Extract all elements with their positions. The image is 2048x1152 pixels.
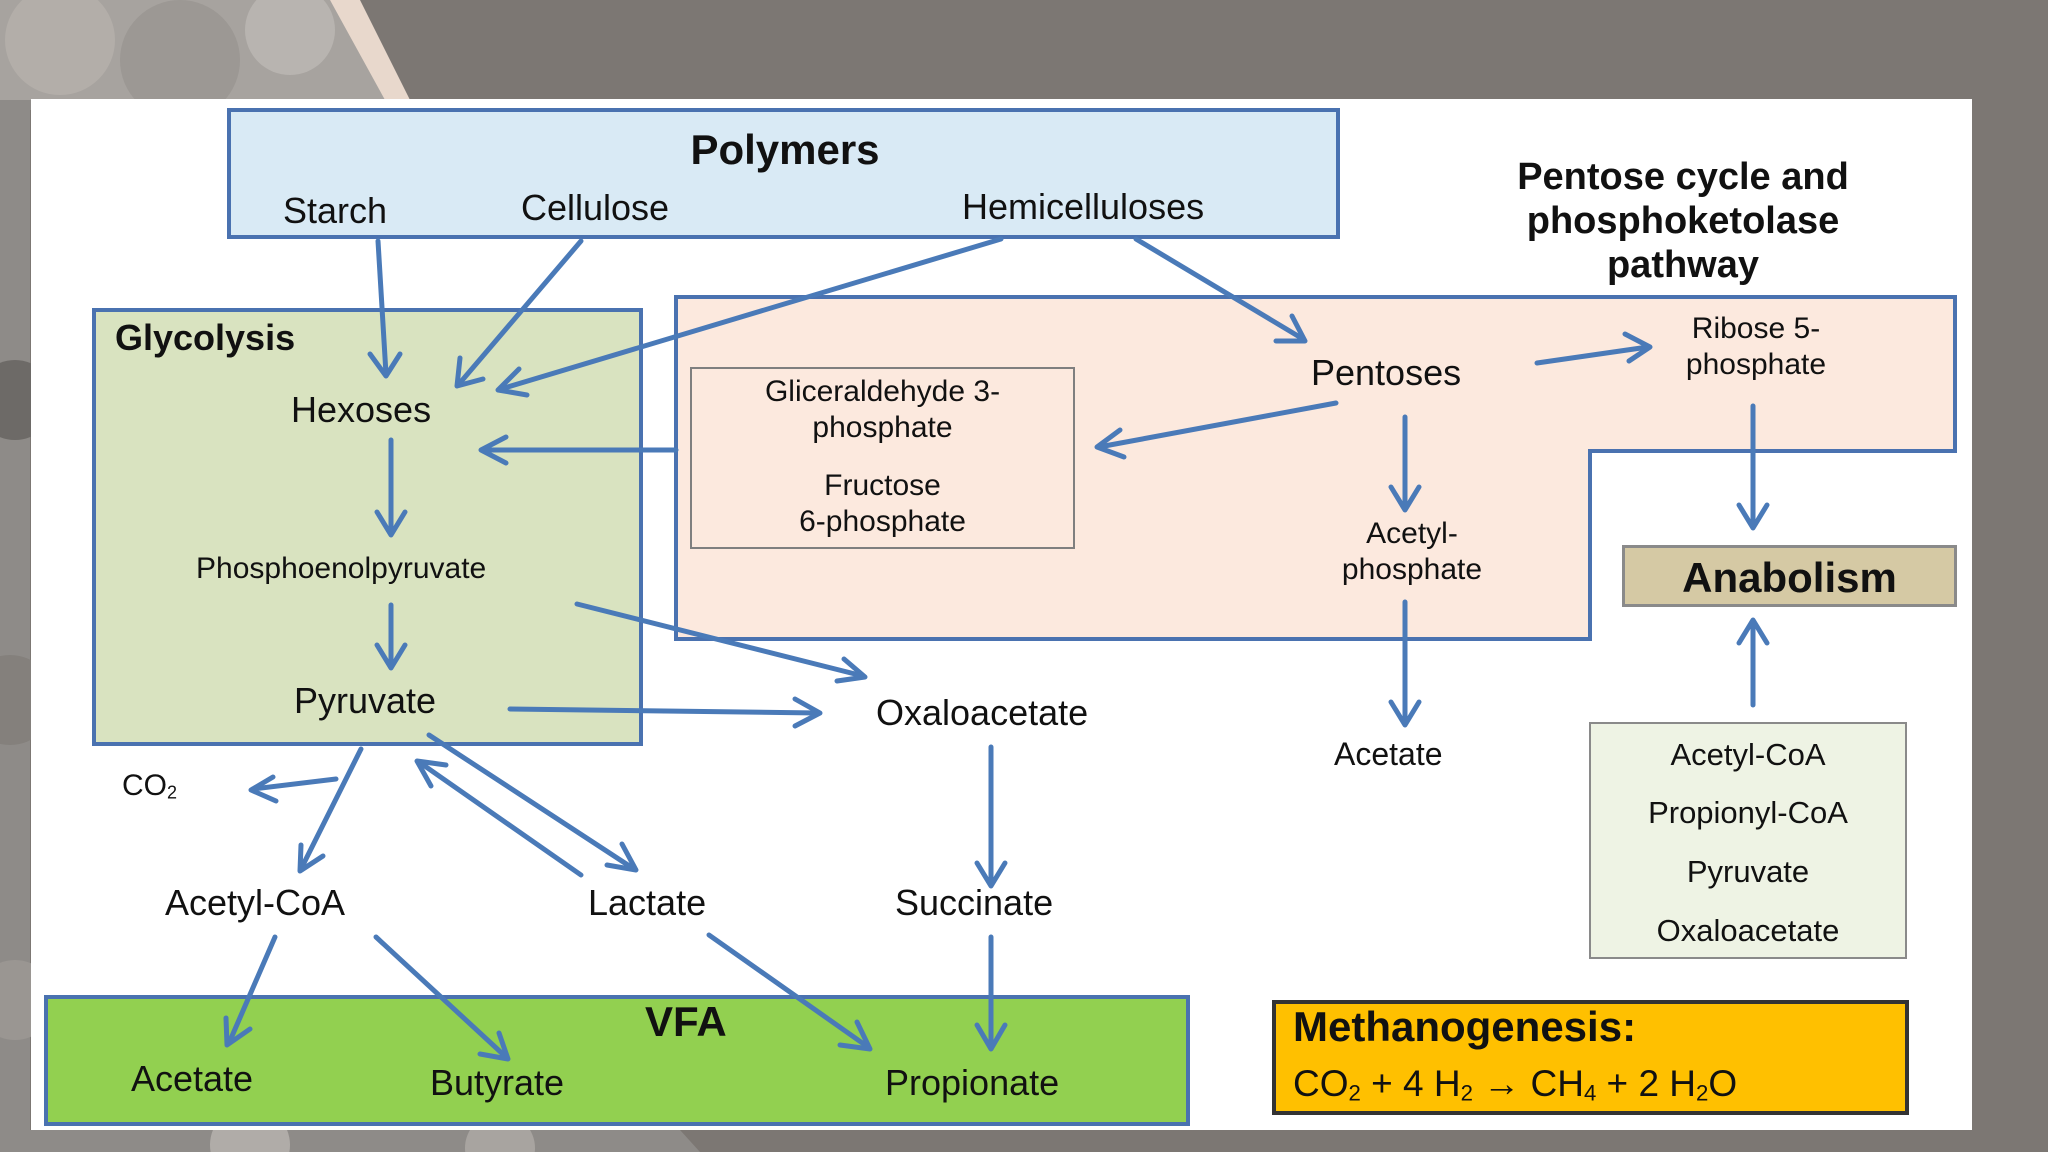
- vfa-box: [44, 995, 1190, 1126]
- anabolism-label: Anabolism: [1682, 554, 1897, 601]
- arrow-pyruvate-acetylcoa: [297, 746, 364, 874]
- pentoses-label: Pentoses: [1311, 352, 1462, 393]
- arrow-acetylcoa-acetate: [223, 934, 278, 1048]
- arrow-acetylp-acetate: [1388, 599, 1422, 728]
- eq-h2o-h: + 2 H: [1596, 1063, 1697, 1104]
- arrow-pentoses-acetylp: [1388, 414, 1422, 513]
- intermediates-box: [690, 367, 1075, 549]
- eq-h2o-sub: 2: [1696, 1080, 1709, 1106]
- anabolism-input-pyruvate: Pyruvate: [1686, 854, 1810, 889]
- oxaloacetate-label: Oxaloacetate: [876, 692, 1089, 733]
- diagram-panel: Polymers Starch Cellulose Hemicelluloses…: [31, 99, 1972, 1130]
- arrow-pyruvate-oxaloacetate: [507, 696, 823, 729]
- pathway-arrows: [223, 236, 1770, 1062]
- f6p-label-line2: 6-phosphate: [799, 505, 966, 538]
- lactate-label: Lactate: [588, 882, 707, 923]
- polymers-box: [227, 108, 1340, 239]
- ribose-label-line1: Ribose 5-: [1691, 312, 1821, 345]
- arrow-hexoses-pep: [374, 437, 408, 538]
- eq-h2-sub: 2: [1460, 1080, 1473, 1106]
- arrow-succinate-propionate: [974, 934, 1008, 1052]
- co2-sub: 2: [167, 782, 178, 803]
- arrow-starch-hexoses: [367, 238, 403, 379]
- anabolism-inputs-box: [1589, 722, 1907, 959]
- arrow-hemicelluloses-hexoses: [495, 236, 1004, 398]
- co2-base: CO: [122, 769, 167, 802]
- acetylp-label-line1: Acetyl-: [1366, 517, 1458, 550]
- anabolism-input-acetylcoa: Acetyl-CoA: [1670, 737, 1826, 772]
- eq-co-sub: 2: [1348, 1080, 1361, 1106]
- f6p-label-line1: Fructose: [824, 469, 941, 502]
- methanogenesis-box: [1272, 1000, 1909, 1115]
- arrow-lactate-pyruvate: [414, 758, 584, 878]
- arrow-oxaloacetate-succinate: [974, 744, 1008, 889]
- succinate-label: Succinate: [895, 882, 1054, 923]
- arrow-ribose-anabolism: [1736, 403, 1770, 531]
- methanogenesis-title: Methanogenesis:: [1293, 1003, 1637, 1050]
- methanogenesis-equation: CO2 + 4 H2 → CH4 + 2 H2O: [1293, 1063, 1738, 1106]
- acetylcoa-label: Acetyl-CoA: [165, 882, 346, 923]
- ribose-label-line2: phosphate: [1685, 348, 1827, 381]
- eq-arrow-ch: → CH: [1472, 1063, 1584, 1104]
- pentose-title-line2: phosphoketolase: [1526, 200, 1840, 242]
- gap-label-line1: Gliceraldehyde 3-: [764, 375, 1001, 408]
- polymer-starch: Starch: [283, 190, 388, 231]
- pentose-title-line3: pathway: [1606, 244, 1760, 286]
- arrow-pyruvate-lactate: [426, 732, 639, 873]
- eq-h2o-o: O: [1708, 1063, 1738, 1104]
- polymer-hemicelluloses: Hemicelluloses: [962, 186, 1205, 227]
- vfa-propionate: Propionate: [885, 1062, 1060, 1103]
- pentose-title-line1: Pentose cycle and: [1517, 156, 1849, 198]
- polymer-cellulose: Cellulose: [521, 187, 670, 228]
- hexoses-label: Hexoses: [291, 389, 432, 430]
- pep-label: Phosphoenolpyruvate: [196, 552, 487, 585]
- arrow-cellulose-hexoses: [454, 238, 584, 389]
- co2-label: CO2: [122, 769, 178, 803]
- arrow-pentoses-intermediates: [1094, 400, 1339, 460]
- arrow-hemicelluloses-pentoses: [1133, 236, 1308, 344]
- polymers-title: Polymers: [690, 126, 880, 173]
- arrow-pep-oxaloacetate: [574, 601, 868, 684]
- acetylp-label-line2: phosphate: [1341, 553, 1483, 586]
- anabolism-input-propionylcoa: Propionyl-CoA: [1648, 795, 1848, 830]
- acetate-right-label: Acetate: [1334, 736, 1443, 772]
- arrow-pyruvate-co2: [248, 774, 339, 804]
- pyruvate-label: Pyruvate: [294, 680, 437, 721]
- eq-ch4-sub: 4: [1583, 1080, 1597, 1106]
- arrow-pentoses-ribose: [1534, 331, 1653, 366]
- arrow-acetylcoa-butyrate: [373, 934, 511, 1062]
- gap-label-line2: phosphate: [812, 411, 953, 444]
- vfa-title: VFA: [645, 998, 727, 1045]
- anabolism-box: [1622, 545, 1957, 607]
- vfa-acetate: Acetate: [131, 1058, 254, 1099]
- glycolysis-title: Glycolysis: [115, 317, 296, 358]
- glycolysis-box: [92, 308, 643, 746]
- arrow-lactate-propionate: [706, 932, 873, 1052]
- vfa-butyrate: Butyrate: [430, 1062, 565, 1103]
- eq-co: CO: [1293, 1063, 1349, 1104]
- arrow-intermediates-hexoses: [478, 434, 679, 466]
- eq-h2: + 4 H: [1360, 1063, 1461, 1104]
- arrow-pep-pyruvate: [374, 602, 408, 671]
- arrow-inputs-anabolism: [1736, 617, 1770, 708]
- anabolism-input-oxaloacetate: Oxaloacetate: [1656, 913, 1840, 948]
